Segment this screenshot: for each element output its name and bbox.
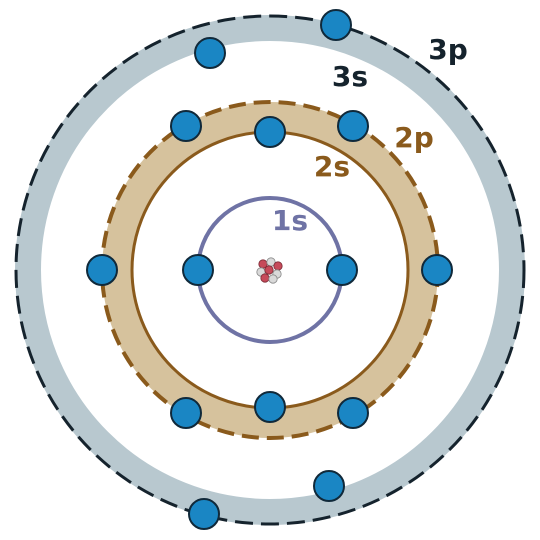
electron-shell-2	[254, 391, 286, 423]
shell-3-band	[15, 15, 525, 525]
nucleus	[256, 257, 283, 284]
nucleon	[268, 274, 278, 284]
electron-shell-3	[320, 9, 352, 41]
electron-shell-2	[421, 254, 453, 286]
electron-shell-2	[170, 110, 202, 142]
electron-shell-2	[86, 254, 118, 286]
electron-1s	[326, 254, 358, 286]
shell-3p-dashed-outline	[14, 14, 526, 526]
label-3s: 3s	[332, 60, 368, 93]
nucleon	[260, 273, 270, 283]
label-1s: 1s	[272, 204, 308, 237]
nucleon	[273, 261, 283, 271]
electron-shell-3	[313, 470, 345, 502]
electron-shell-3	[194, 37, 226, 69]
label-2p: 2p	[394, 121, 434, 154]
electron-shell-2	[254, 116, 286, 148]
electron-shell-2	[337, 110, 369, 142]
electron-shell-3	[188, 498, 220, 530]
label-2s: 2s	[314, 150, 350, 183]
electron-1s	[182, 254, 214, 286]
label-3p: 3p	[428, 33, 468, 66]
electrons	[86, 9, 453, 530]
shell-3	[14, 14, 526, 526]
electron-shell-2	[337, 397, 369, 429]
electron-shell-2	[170, 397, 202, 429]
nucleon	[264, 265, 274, 275]
